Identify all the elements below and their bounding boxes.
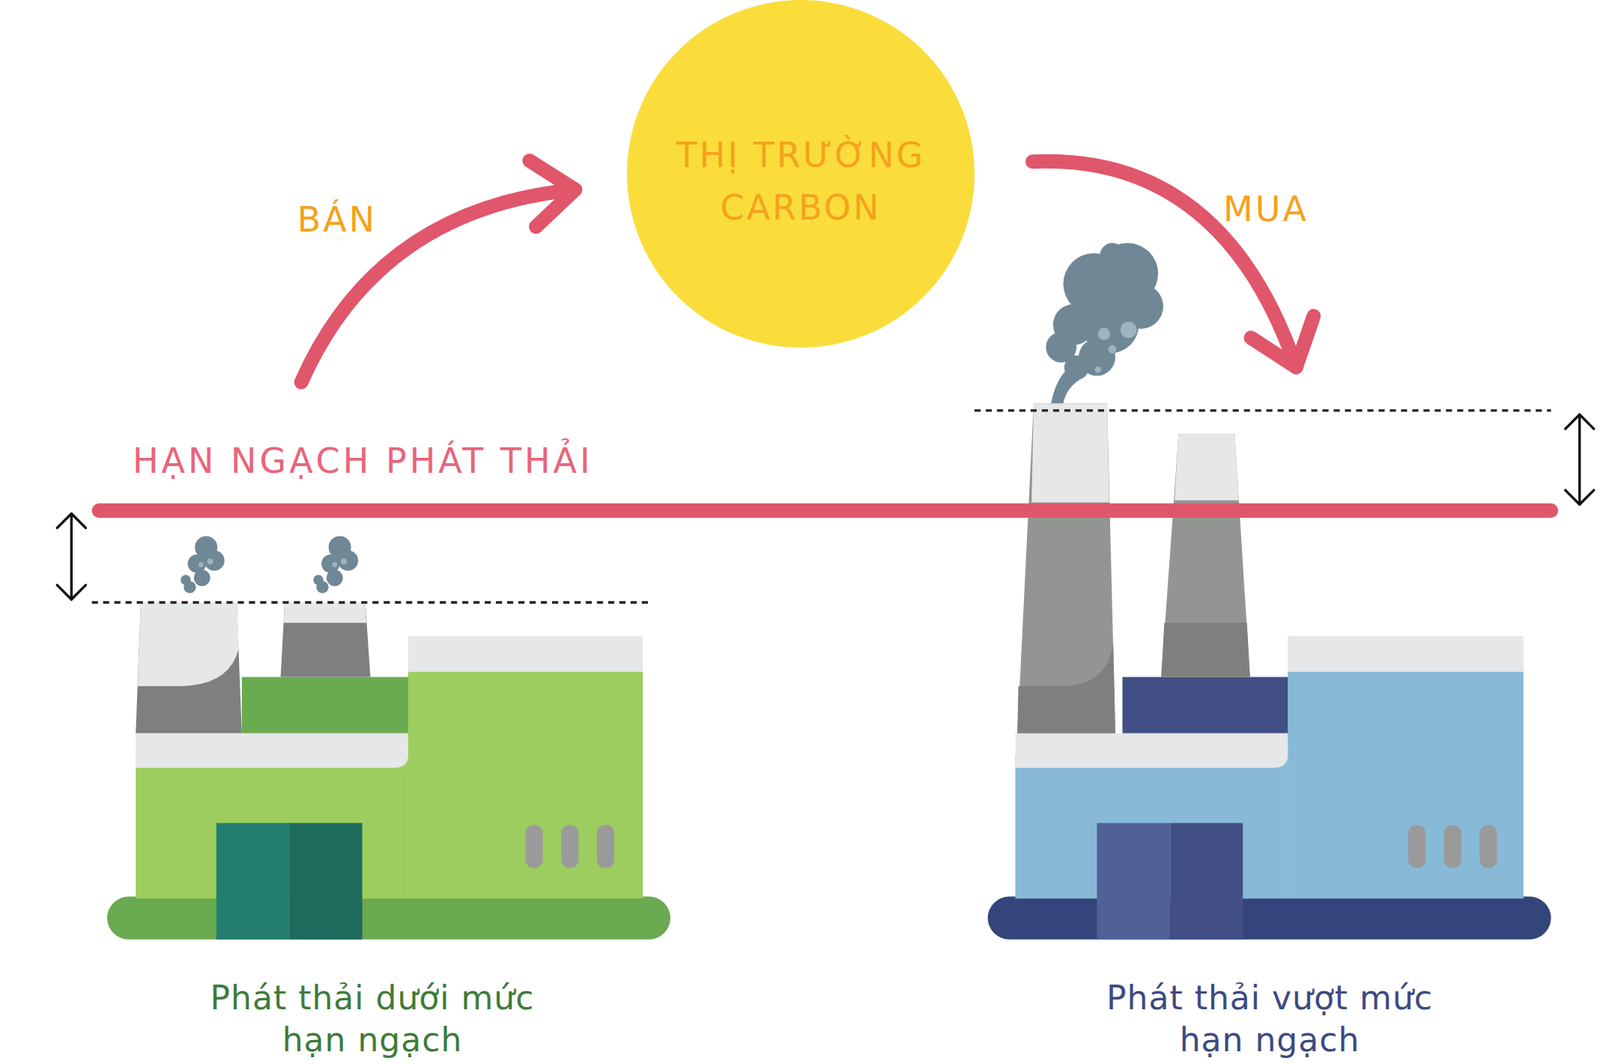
blue-factory (988, 242, 1552, 939)
factory-door (216, 822, 290, 939)
smoke-dot (1098, 327, 1111, 340)
emission-level-line (974, 408, 1552, 412)
smoke-dot (1120, 321, 1138, 338)
factory-trim (1014, 732, 1288, 768)
smoke (180, 535, 359, 593)
smoke-puff (337, 550, 359, 571)
edge-label: BÁN (297, 199, 377, 240)
gap-arrowhead (1565, 414, 1595, 429)
chimney (280, 602, 371, 677)
arrow-curve (1032, 161, 1297, 368)
smoke (1045, 242, 1164, 403)
market-circle: THỊ TRƯỜNG CARBON (626, 0, 975, 348)
factory-trim (135, 732, 409, 768)
factory-wall (408, 668, 643, 899)
factory-roof (241, 677, 416, 739)
smoke-dots (198, 558, 347, 568)
gap-bracket (56, 414, 1595, 600)
factory-vent (1408, 824, 1426, 868)
chimney (135, 602, 242, 733)
smoke-puff (313, 574, 324, 586)
chimney-shade (1161, 622, 1251, 677)
gap-line (70, 513, 73, 599)
smoke-puff (180, 574, 192, 586)
factory-door (1170, 822, 1243, 939)
smoke-puff (1064, 355, 1090, 380)
chimney-top (137, 602, 239, 687)
factory-base (988, 896, 1552, 940)
factory-caption: Phát thải dưới mức hạn ngạch (192, 976, 553, 1061)
factory-node: Phát thải vượt mức hạn ngạch (988, 367, 1552, 1064)
smoke-puff (326, 569, 344, 586)
chimney (1017, 402, 1116, 733)
smoke-dots (1095, 321, 1138, 373)
factory-base (107, 896, 671, 940)
chimney-top (283, 602, 367, 623)
smoke-dot (1095, 366, 1102, 373)
factory-caption: Phát thải vượt mức hạn ngạch (1089, 976, 1450, 1061)
arrow-head (529, 160, 576, 227)
factory-door (289, 822, 363, 939)
emission-level-line (92, 600, 651, 603)
market-text: THỊ TRƯỜNG CARBON (650, 128, 951, 234)
gap-line (1578, 414, 1581, 505)
smoke-puff (321, 554, 341, 574)
factory-trim (1287, 635, 1524, 672)
green-factory (107, 535, 671, 939)
smoke-dot (1107, 345, 1117, 354)
factory-vent (597, 824, 615, 868)
factory-node: Phát thải dưới mức hạn ngạch (90, 382, 654, 1064)
factory-vent (1444, 824, 1462, 868)
chimney (1161, 433, 1251, 677)
factory-wall (1287, 668, 1524, 899)
arrow-curve (301, 189, 575, 383)
flow-arrow (1032, 161, 1314, 368)
smoke-puff (203, 550, 224, 571)
smoke-puff (1100, 242, 1126, 268)
gap-arrowhead (56, 513, 86, 528)
smoke-dot (207, 558, 214, 565)
flow-arrow (301, 160, 575, 383)
market-circle-fill (626, 0, 975, 348)
gap-arrowhead (56, 585, 86, 600)
smoke-puff (194, 569, 211, 586)
smoke-dot (198, 561, 204, 568)
arrow-head (1250, 316, 1314, 368)
factory-roof (1122, 677, 1296, 739)
edge-label: MUA (1223, 188, 1309, 230)
factory-door (1096, 822, 1171, 939)
quota-line (98, 503, 1551, 518)
factory-trim (408, 635, 643, 672)
smoke-dot (331, 561, 338, 568)
factory-vent (561, 824, 579, 868)
smoke-dot (340, 558, 347, 565)
chimney-top (1031, 402, 1110, 502)
factory-vent (1479, 824, 1497, 868)
quota-label: HẠN NGẠCH PHÁT THẢI (132, 440, 594, 481)
chimney-shade (1017, 643, 1116, 734)
chimney-top (1174, 433, 1239, 501)
gap-arrowhead (1565, 489, 1595, 505)
factory-vent (525, 824, 544, 868)
